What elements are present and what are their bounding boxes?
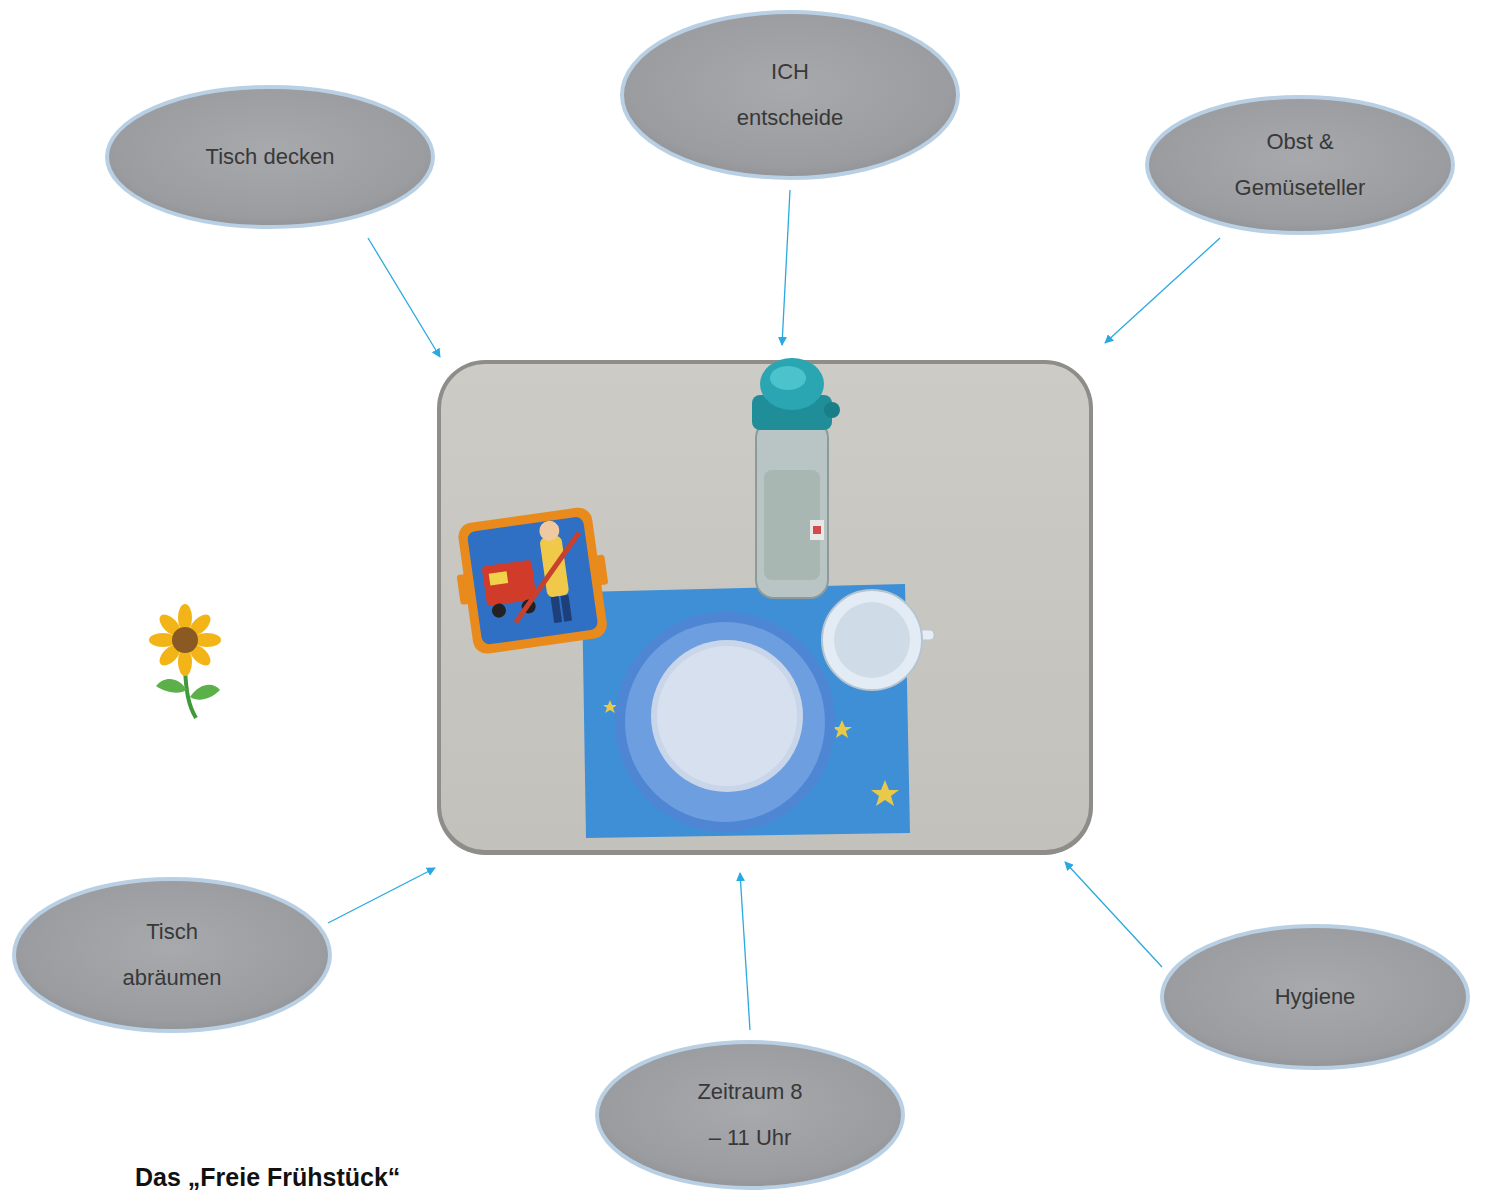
drinking-bottle bbox=[752, 358, 840, 598]
node-label: Zeitraum 8 – 11 Uhr bbox=[695, 1069, 805, 1161]
cup bbox=[822, 590, 934, 690]
ellipse-shape bbox=[595, 1040, 905, 1190]
breakfast-tray bbox=[437, 360, 1093, 855]
plate bbox=[615, 612, 835, 832]
ellipse-node: Tisch decken bbox=[105, 85, 435, 229]
ellipse-node: Hygiene bbox=[1160, 924, 1470, 1070]
title: Das „Freie Frühstück“ bbox=[135, 1162, 400, 1192]
ellipse-node: Obst & Gemüseteller bbox=[1145, 95, 1455, 235]
node-label: Hygiene bbox=[1240, 974, 1390, 1020]
napkin bbox=[582, 584, 910, 838]
ellipse-node: Zeitraum 8 – 11 Uhr bbox=[595, 1040, 905, 1190]
ellipse-shape bbox=[1145, 95, 1455, 235]
ellipse-node: ICH entscheide bbox=[620, 10, 960, 180]
sunflower-icon bbox=[149, 604, 221, 718]
ellipse-node: Tisch abräumen bbox=[12, 877, 332, 1033]
ellipse-shape bbox=[620, 10, 960, 180]
node-label: Obst & Gemüseteller bbox=[1215, 119, 1385, 211]
pointer-arrows bbox=[328, 190, 1220, 1030]
lunch-box bbox=[450, 505, 616, 656]
ellipse-shape bbox=[12, 877, 332, 1033]
node-label: Tisch decken bbox=[195, 134, 345, 180]
node-label: ICH entscheide bbox=[725, 49, 855, 141]
node-label: Tisch abräumen bbox=[112, 909, 232, 1001]
